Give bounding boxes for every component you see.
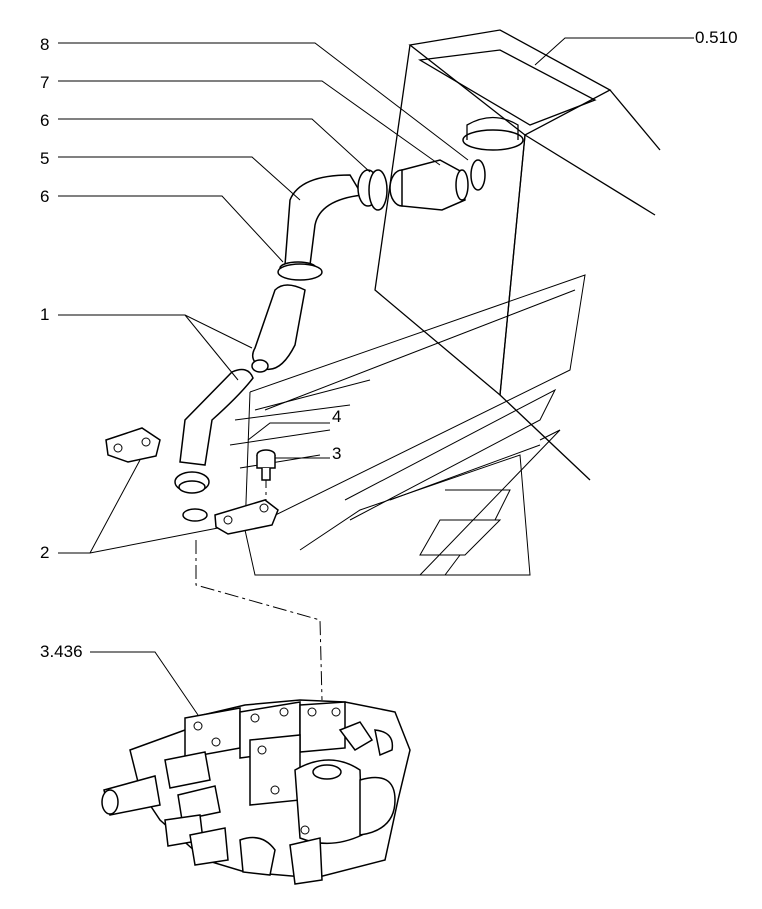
callout-3: 3 [332,444,341,463]
callout-5: 5 [40,149,49,168]
control-valve-block [101,699,411,885]
chassis-outline [229,274,586,576]
sealing-ring [470,159,486,191]
assembly-centerline [195,540,323,701]
adapter-fitting [389,159,469,211]
callout-0510: 0.510 [695,28,738,47]
hose-clamp-lower [277,263,323,281]
callout-labels: 8 7 6 5 6 1 4 3 2 0.510 3.436 [40,28,738,661]
callout-8: 8 [40,35,49,54]
split-flange-left [105,427,161,463]
o-ring [182,508,208,522]
leader-lines [58,37,694,716]
hose-clamp-upper [368,169,388,211]
callout-6-upper: 6 [40,111,49,130]
hydraulic-tank [374,29,661,481]
elbow-pipe [279,169,379,275]
callout-7: 7 [40,73,49,92]
screw-bolt [256,449,276,481]
callout-4: 4 [332,407,341,426]
callout-6-lower: 6 [40,187,49,206]
callout-2: 2 [40,543,49,562]
hose-lower [174,368,254,494]
split-flange-right [214,499,279,535]
hose-upper [251,284,306,373]
callout-3436: 3.436 [40,642,83,661]
callout-1: 1 [40,305,49,324]
